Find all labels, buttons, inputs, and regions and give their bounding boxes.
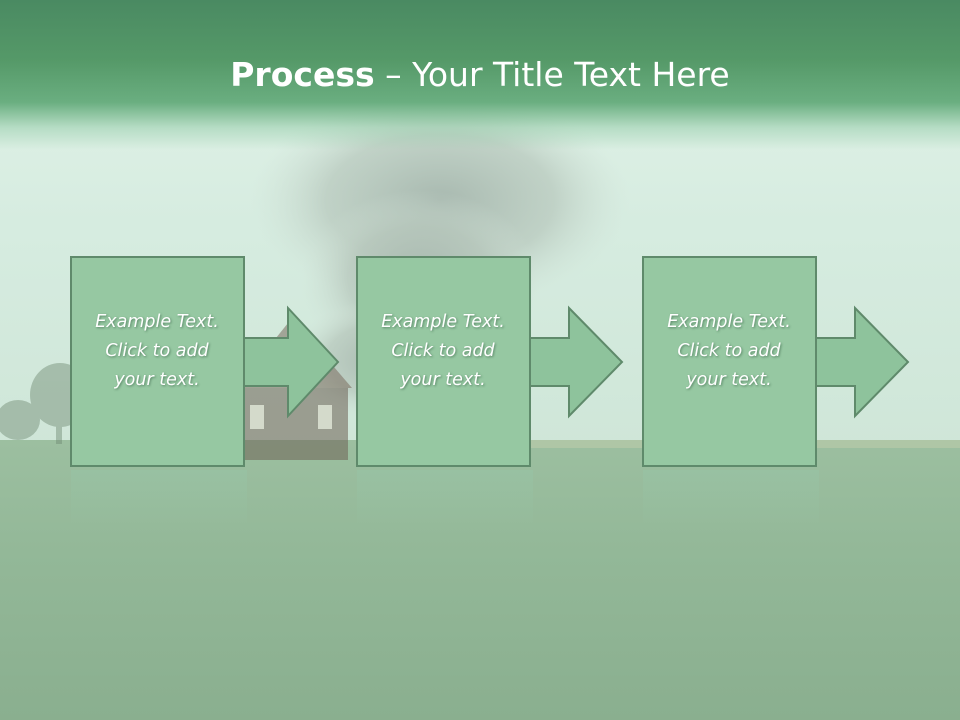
- step-reflection: [357, 470, 533, 530]
- step-text-line: your text.: [114, 370, 200, 390]
- title-rest: – Your Title Text Here: [374, 55, 730, 94]
- step-text-line: Click to add: [391, 341, 495, 361]
- step-text-line: your text.: [686, 370, 772, 390]
- step-text: Example Text. Click to add your text.: [70, 308, 244, 395]
- step-text: Example Text. Click to add your text.: [356, 308, 530, 395]
- step-reflection: [643, 470, 819, 530]
- process-step-1[interactable]: Example Text. Click to add your text.: [70, 256, 350, 468]
- slide-title[interactable]: Process – Your Title Text Here: [0, 52, 960, 98]
- process-step-2[interactable]: Example Text. Click to add your text.: [356, 256, 636, 468]
- arrow-right-icon: [356, 256, 624, 467]
- step-text-line: your text.: [400, 370, 486, 390]
- arrow-right-icon: [70, 256, 340, 467]
- step-text: Example Text. Click to add your text.: [642, 308, 816, 395]
- step-text-line: Example Text.: [95, 312, 219, 332]
- step-text-line: Example Text.: [381, 312, 505, 332]
- title-bar: [0, 0, 960, 150]
- arrow-right-icon: [642, 256, 910, 467]
- title-bold: Process: [230, 55, 375, 94]
- process-step-3[interactable]: Example Text. Click to add your text.: [642, 256, 922, 468]
- step-text-line: Click to add: [105, 341, 209, 361]
- step-text-line: Click to add: [677, 341, 781, 361]
- step-reflection: [71, 470, 247, 530]
- step-text-line: Example Text.: [667, 312, 791, 332]
